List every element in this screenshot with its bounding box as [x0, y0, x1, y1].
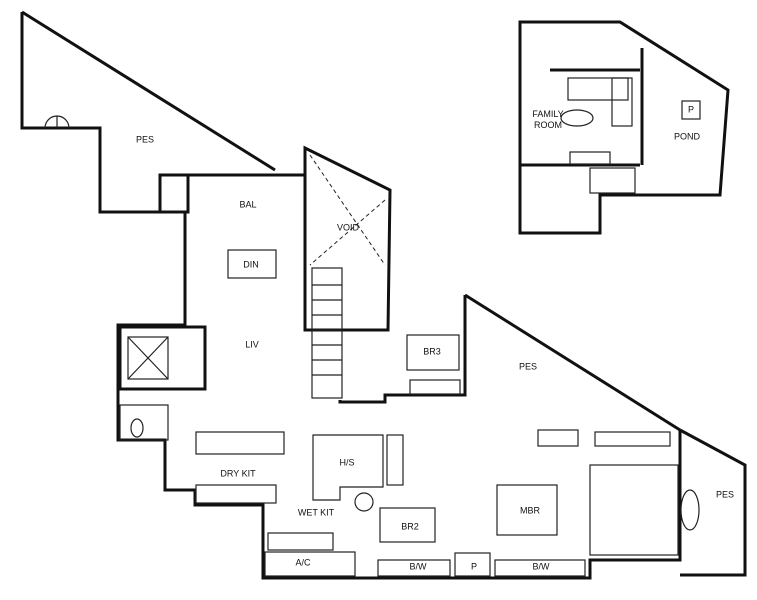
- upper-stairs: [589, 167, 636, 194]
- common-bath: [119, 404, 169, 441]
- sofa: [567, 77, 629, 101]
- room-label-bedroom-3: BR3: [423, 346, 441, 357]
- household-shelter: [312, 434, 384, 501]
- lift-car: [127, 336, 169, 380]
- bay-window-2: [494, 559, 586, 577]
- tv-console: [569, 151, 611, 165]
- room-label-bay-window-1: B/W: [409, 561, 427, 572]
- room-label-living: LIV: [245, 339, 259, 350]
- room-label-dry-kitchen: DRY KIT: [220, 468, 256, 479]
- bathtub-icon: [680, 489, 700, 531]
- room-label-bedroom-2: BR2: [401, 521, 419, 532]
- room-label-planter: P: [470, 561, 478, 572]
- room-label-pes-right: PES: [715, 489, 735, 500]
- room-label-master-bedroom: MBR: [520, 505, 540, 516]
- sofa-chaise: [611, 77, 633, 127]
- room-label-wet-kitchen: WET KIT: [297, 507, 335, 518]
- mbr-bed: [496, 484, 558, 536]
- family-room-line1: FAMILY: [532, 109, 564, 119]
- planter: [454, 552, 491, 577]
- br2-bed: [379, 507, 436, 543]
- staircase: [311, 267, 343, 399]
- ac-ledge: [264, 551, 356, 577]
- room-label-family-room: FAMILY ROOM: [532, 109, 563, 131]
- pes-top-diagonal: [21, 10, 276, 172]
- main-wall-mid: [338, 295, 467, 404]
- br3-bed: [406, 334, 460, 371]
- main-wall-left: [116, 212, 682, 580]
- kitchen-island: [195, 431, 285, 455]
- room-label-void: VOID: [336, 222, 360, 233]
- room-label-household-shelter: H/S: [339, 457, 355, 468]
- room-label-aircon-ledge: A/C: [295, 557, 311, 568]
- pes-right-outline: [679, 428, 747, 577]
- lift-shaft: [118, 325, 207, 391]
- room-label-dining: DIN: [243, 259, 259, 270]
- dry-kitchen-counter: [195, 484, 277, 504]
- coffee-table: [560, 109, 594, 127]
- room-label-pes-top: PES: [135, 134, 155, 145]
- pond-pump-label: P: [687, 104, 695, 115]
- hs-shelving: [386, 434, 404, 486]
- pes-top-outline: [20, 12, 185, 214]
- staircase-treads: [312, 284, 342, 376]
- bay-window-1: [377, 559, 451, 577]
- void-cross-2: [309, 199, 386, 266]
- upper-unit-outline: [518, 20, 730, 235]
- pes-door-icon: [44, 115, 70, 129]
- void-outline: [303, 145, 392, 332]
- pes-mid-diagonal: [464, 293, 681, 432]
- family-room-line2: ROOM: [534, 120, 562, 130]
- mbr-vanity: [537, 429, 579, 447]
- room-label-pes-mid: PES: [518, 361, 538, 372]
- room-label-pond: POND: [673, 131, 701, 142]
- dining-table: [227, 249, 277, 279]
- toilet-icon: [130, 418, 144, 438]
- balcony-stairs-block: [158, 173, 190, 214]
- void-cross-1: [309, 154, 386, 266]
- water-heater-icon: [354, 492, 374, 512]
- br3-wardrobe: [409, 379, 461, 395]
- room-label-balcony: BAL: [239, 199, 257, 210]
- master-bath: [589, 464, 679, 556]
- mbr-wardrobe: [594, 431, 671, 447]
- wet-kitchen-counter: [267, 532, 334, 551]
- pond-pump-box: [681, 100, 701, 120]
- room-label-bay-window-2: B/W: [532, 561, 550, 572]
